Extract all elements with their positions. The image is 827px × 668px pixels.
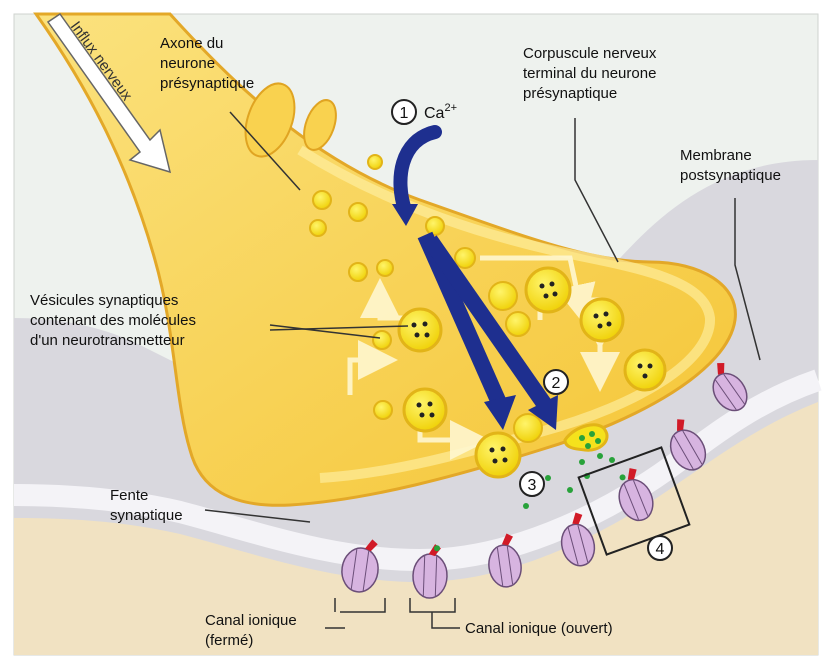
- vesicules-label-3: d'un neurotransmetteur: [30, 332, 185, 349]
- membrane-label-2: postsynaptique: [680, 167, 781, 184]
- corpuscule-label-2: terminal du neurone: [523, 65, 656, 82]
- fente-label-2: synaptique: [110, 507, 183, 524]
- vesicules-label-1: Vésicules synaptiques: [30, 292, 178, 309]
- membrane-label-1: Membrane: [680, 147, 752, 164]
- axone-label-1: Axone du: [160, 35, 223, 52]
- corpuscule-label-1: Corpuscule nerveux: [523, 45, 657, 62]
- step-2: 2: [552, 375, 561, 392]
- step-1: 1: [400, 105, 409, 122]
- canal-ouvert-label: Canal ionique (ouvert): [465, 620, 613, 637]
- canal-ferme-label-2: (fermé): [205, 632, 253, 649]
- canal-ferme-label-1: Canal ionique: [205, 612, 297, 629]
- fente-label-1: Fente: [110, 487, 148, 504]
- axone-label-2: neurone: [160, 55, 215, 72]
- step-4: 4: [656, 541, 665, 558]
- axone-label-3: présynaptique: [160, 75, 254, 92]
- vesicules-label-2: contenant des molécules: [30, 312, 196, 329]
- corpuscule-label-3: présynaptique: [523, 85, 617, 102]
- step-3: 3: [528, 477, 537, 494]
